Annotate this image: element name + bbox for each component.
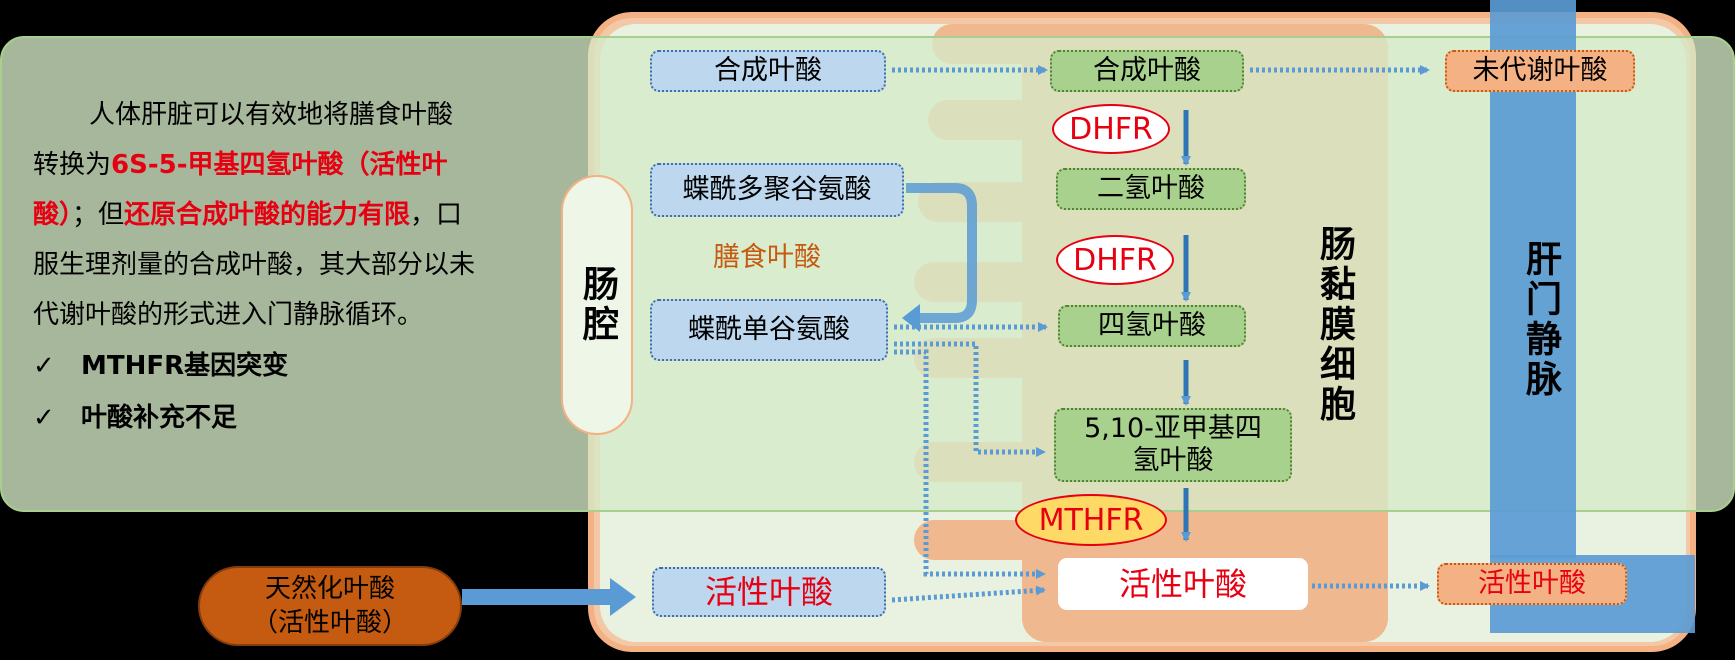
dhfr-enzyme-2: DHFR bbox=[1056, 235, 1174, 285]
cell-methylene-thf: 5,10-亚甲基四氢叶酸 bbox=[1054, 408, 1292, 482]
cell-active-folate: 活性叶酸 bbox=[1058, 558, 1308, 610]
check-icon: ✓ bbox=[33, 351, 55, 381]
arrow-natural-to-lumen bbox=[462, 589, 612, 605]
lumen-label: 肠腔 bbox=[561, 175, 633, 435]
arrow-lumen-to-cell-active bbox=[891, 585, 1046, 603]
arrow-mono-to-methylene bbox=[894, 341, 1046, 457]
portal-active-folate: 活性叶酸 bbox=[1437, 563, 1627, 605]
check-icon: ✓ bbox=[33, 403, 55, 433]
cell-tetrahydrofolate: 四氢叶酸 bbox=[1058, 305, 1246, 347]
lumen-active-folate: 活性叶酸 bbox=[652, 567, 886, 617]
info-text: 人体肝脏可以有效地将膳食叶酸转换为6S-5-甲基四氢叶酸（活性叶酸）；但还原合成… bbox=[0, 60, 500, 444]
info-panel bbox=[0, 36, 1735, 512]
portal-unmetabolized-folate: 未代谢叶酸 bbox=[1445, 50, 1635, 92]
dhfr-enzyme-1: DHFR bbox=[1052, 104, 1170, 154]
dietary-folate-label: 膳食叶酸 bbox=[713, 242, 821, 273]
mucosa-label: 肠黏膜细胞 bbox=[1314, 225, 1355, 425]
check-item-mthfr: ✓MTHFR基因突变 bbox=[33, 340, 478, 392]
check-item-supplement: ✓叶酸补充不足 bbox=[33, 392, 478, 444]
cell-dihydrofolate: 二氢叶酸 bbox=[1056, 168, 1246, 210]
arrow-poly-to-mono bbox=[906, 183, 977, 323]
lumen-polyglutamate: 蝶酰多聚谷氨酸 bbox=[650, 163, 904, 217]
portal-label: 肝门静脉 bbox=[1520, 240, 1561, 400]
lumen-synthetic-folate: 合成叶酸 bbox=[650, 50, 886, 92]
info-paragraph: 人体肝脏可以有效地将膳食叶酸转换为6S-5-甲基四氢叶酸（活性叶酸）；但还原合成… bbox=[33, 100, 476, 330]
arrow-mono-to-cell-active bbox=[894, 349, 1046, 579]
natural-folate: 天然化叶酸 （活性叶酸） bbox=[198, 566, 462, 646]
mthfr-enzyme: MTHFR bbox=[1015, 494, 1167, 546]
cell-synthetic-folate: 合成叶酸 bbox=[1050, 50, 1244, 92]
lumen-monoglutamate: 蝶酰单谷氨酸 bbox=[650, 299, 888, 361]
portal-vein bbox=[1490, 0, 1576, 558]
